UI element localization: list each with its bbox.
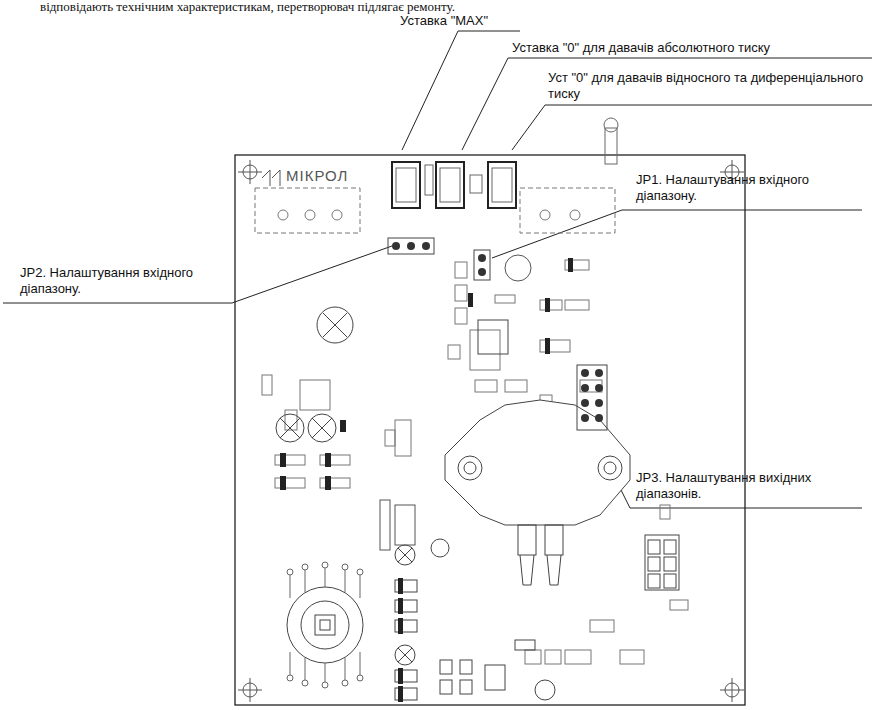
cut-off-text: відповідають технічним характеристикам, … bbox=[40, 0, 455, 14]
callout-label: Уст "0" для давачів відносного та дифере… bbox=[548, 70, 868, 102]
jumper-label: JP3. Налаштування вихідних діапазонів. bbox=[636, 470, 861, 502]
jumper-label: JP1. Налаштування вхідного діапазону. bbox=[636, 172, 861, 204]
jumper-label: JP2. Налаштування вхідного діапазону. bbox=[20, 265, 230, 297]
logo-text: МІКРОЛ bbox=[286, 168, 348, 184]
callout-label: Уставка "MAX" bbox=[400, 13, 600, 29]
callout-label: Уставка "0" для давачів абсолютного тиск… bbox=[512, 40, 872, 56]
